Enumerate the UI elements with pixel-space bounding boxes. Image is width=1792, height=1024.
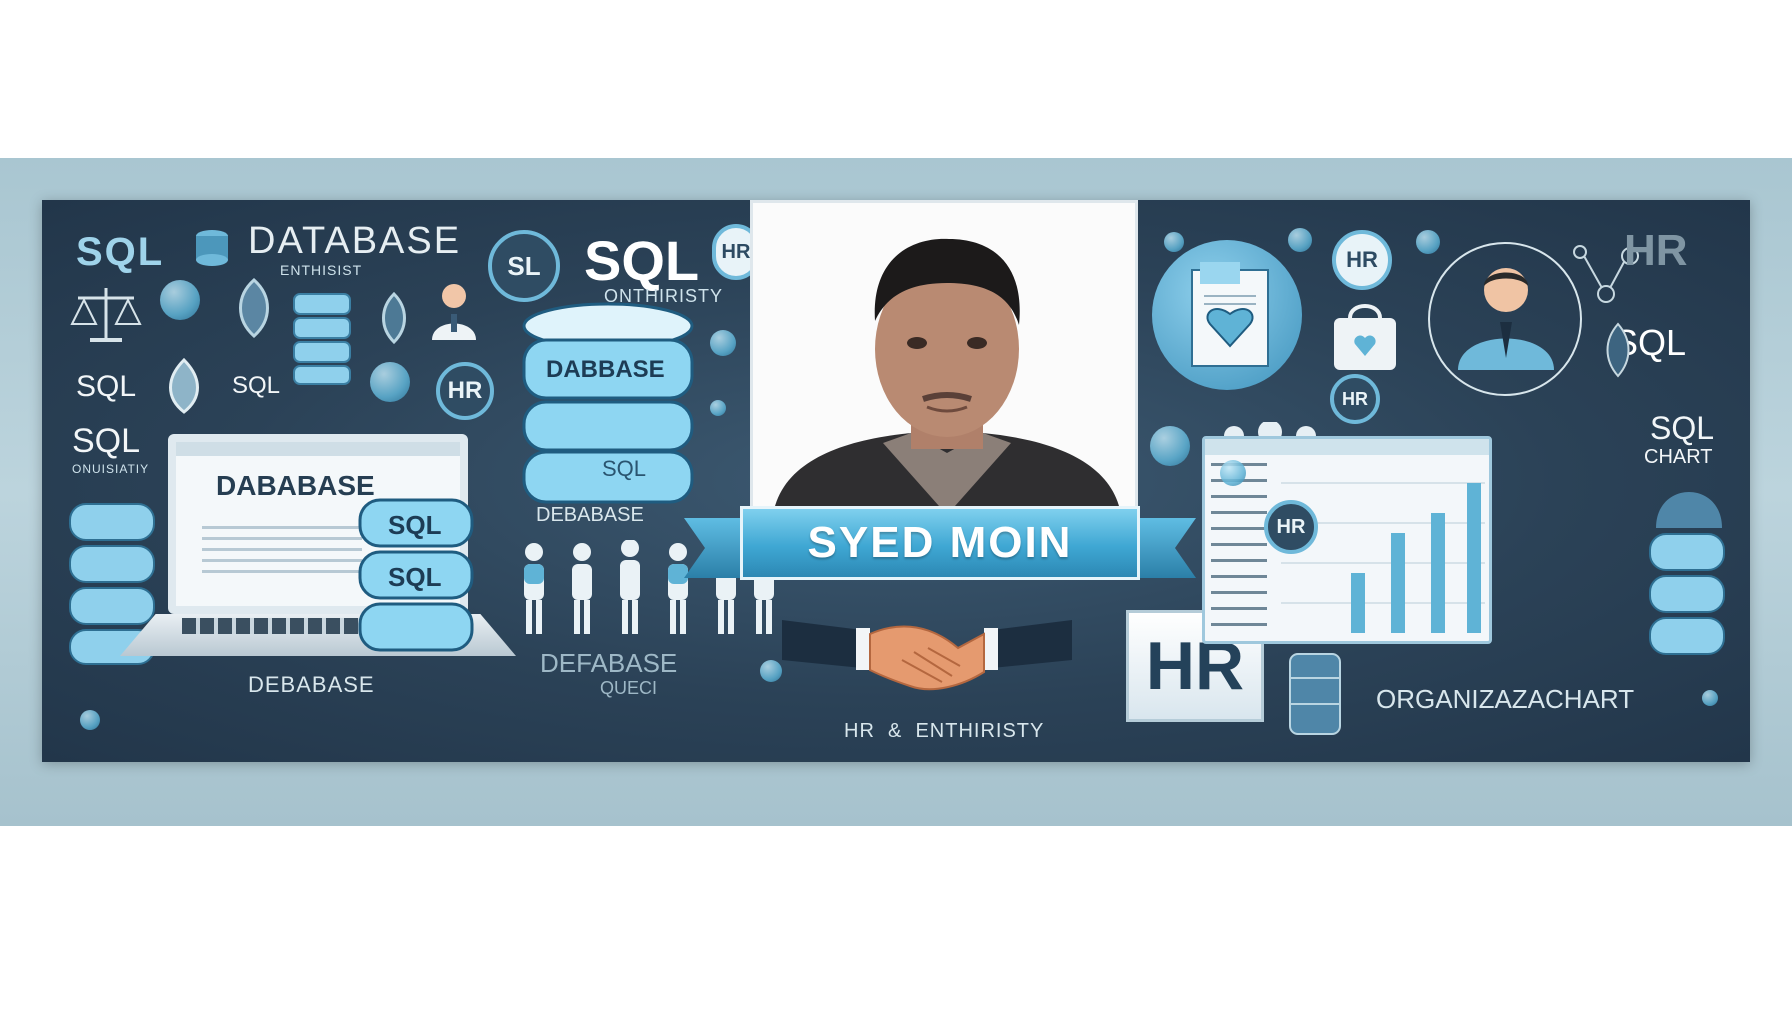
cylinder-sql-1: SQL: [388, 510, 442, 540]
bubble: [1150, 426, 1190, 466]
debase-label: DEBABASE: [536, 504, 644, 526]
bubble: [370, 362, 410, 402]
bubble: [710, 330, 736, 356]
bubble: [80, 710, 100, 730]
hr-lower-badge: HR: [1264, 500, 1318, 554]
bubble: [1288, 228, 1312, 252]
defabase-label: DEFABASE: [540, 648, 678, 678]
cylinder-sql-2: SQL: [388, 562, 442, 592]
sql-left-label-2: SQL: [232, 372, 281, 399]
sql-big-text: SQL: [584, 229, 700, 292]
bag-icon: [1330, 298, 1400, 379]
network-icon: [1570, 242, 1660, 317]
hr-badge-left: HR: [436, 362, 494, 420]
balloon-icon: [228, 276, 280, 345]
hr-mid-badge-text: HR: [1342, 388, 1368, 409]
bubble: [1416, 230, 1440, 254]
hr-lower-badge-text: HR: [1276, 515, 1306, 538]
balloon-icon: [1598, 320, 1638, 385]
profile-portrait-image: [753, 203, 1135, 509]
bubble: [710, 400, 726, 416]
laptop-titlebar: [176, 442, 460, 456]
chart-window: [1202, 436, 1492, 644]
hr-top-right-corner: HR: [1624, 226, 1688, 275]
database-icon: [292, 288, 352, 393]
onthiristy-text: ONTHIRISTY: [604, 286, 724, 306]
sql-left-label-3-sub: ONUISIATIY: [72, 462, 150, 476]
laptop-caption: DEBABASE: [248, 672, 375, 697]
hr-plaque: HR: [1126, 610, 1264, 722]
profile-photo: [750, 200, 1138, 512]
balloon-icon: [372, 290, 416, 351]
sql-left-label-3: SQL: [72, 422, 141, 460]
sql-logo-text: SQL: [76, 230, 165, 274]
database-icon: [68, 500, 158, 675]
database-icon: [356, 494, 476, 659]
bubble: [760, 660, 782, 682]
chart-window-titlebar: [1205, 439, 1489, 455]
database-icon: [1288, 648, 1342, 743]
hr-top-right-badge-text: HR: [1346, 247, 1378, 272]
profile-name: SYED MOIN: [807, 518, 1073, 567]
sql-left-label-1: SQL: [76, 370, 137, 403]
chart-window-bars-icon: [1281, 463, 1485, 644]
document-heart-circle: [1152, 240, 1302, 390]
name-ribbon: SYED MOIN: [740, 506, 1140, 580]
hr-enthiristy-label: HR & ENTHIRISTY: [844, 720, 1045, 742]
bubble: [1220, 460, 1246, 486]
org-chart-label: ORGANIZAZACHART: [1376, 684, 1635, 714]
person-icon: [1454, 262, 1558, 377]
database-icon: [518, 300, 698, 515]
queci-label: QUECI: [600, 678, 658, 698]
sql-chart-label-1: SQL: [1650, 410, 1715, 446]
handshake-icon: [782, 590, 1072, 715]
center-db-top-label: DABBASE: [546, 356, 665, 383]
sql-chart-label-2: CHART: [1644, 446, 1713, 468]
bubble: [1702, 690, 1718, 706]
hr-badge-left-text: HR: [447, 377, 483, 404]
laptop-lines: [202, 518, 362, 581]
chart-window-sidebar: [1211, 463, 1267, 633]
laptop-title: DABABASE: [216, 470, 375, 501]
half-dome-icon: [1654, 470, 1724, 535]
database-subheading: ENTHISIST: [280, 262, 363, 278]
person-icon: [426, 280, 482, 349]
bubble: [1164, 232, 1184, 252]
scales-icon: [70, 284, 142, 349]
sl-badge: SL: [488, 230, 560, 302]
balloon-icon: [156, 356, 212, 421]
hr-top-center-badge-text: HR: [721, 240, 751, 263]
person-circle: [1428, 242, 1582, 396]
bubble: [160, 280, 200, 320]
hr-top-right-badge: HR: [1332, 230, 1392, 290]
database-heading: DATABASE: [248, 220, 462, 262]
database-logo-icon: [192, 228, 232, 273]
center-db-bottom-label: SQL: [602, 456, 647, 481]
banner: SQL DATABASE ENTHISIST SL SQL ONTHIRISTY…: [42, 200, 1750, 762]
hr-mid-badge: HR: [1330, 374, 1380, 424]
document-heart-icon: [1188, 262, 1274, 377]
database-icon: [1648, 530, 1728, 665]
sl-badge-text: SL: [507, 250, 541, 281]
